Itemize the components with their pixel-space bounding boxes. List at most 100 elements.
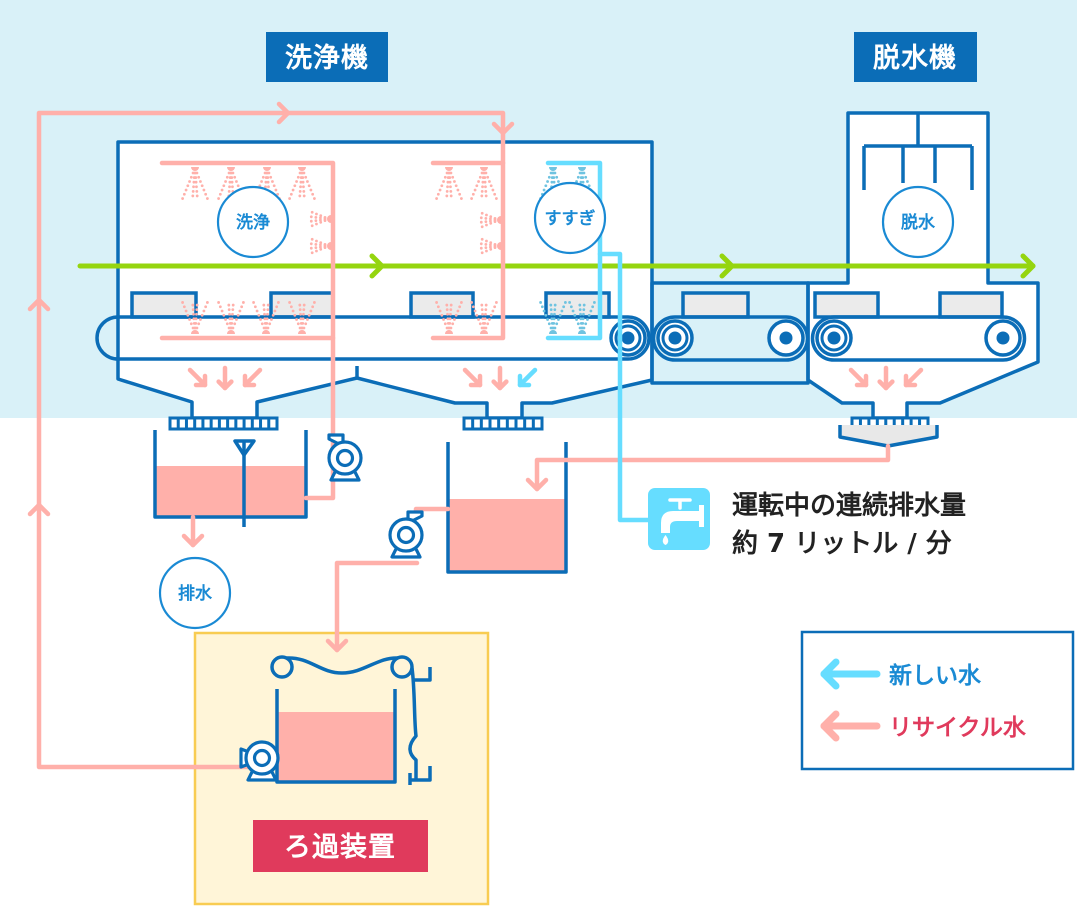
pump-icon — [327, 433, 363, 482]
arrow-head — [242, 373, 257, 388]
grate-frame — [168, 416, 279, 431]
spray-dots — [298, 171, 304, 202]
nozzle — [191, 167, 199, 171]
dehydrator-conveyor-belt — [810, 315, 1027, 362]
stage-drain-label: 排水 — [178, 583, 213, 604]
arrow-up-icon — [27, 502, 51, 517]
nozzle — [227, 330, 235, 334]
arrow-left-icon — [820, 710, 881, 742]
drip-arrow-icon — [242, 367, 263, 388]
washer-header-label: 洗浄機 — [285, 43, 369, 74]
spray-nozzle-icon — [251, 299, 281, 334]
spray-nozzle-icon — [287, 299, 317, 334]
nozzle — [327, 242, 331, 250]
spray-dots — [538, 299, 553, 330]
recycle-return-pipe — [36, 110, 506, 770]
pump-housing — [327, 440, 363, 476]
roller-hub — [779, 331, 793, 345]
fresh-water-drain-pipe — [597, 251, 651, 523]
wash-tank-water — [156, 466, 305, 516]
spray-dots — [551, 299, 557, 330]
arrow-left-icon — [820, 658, 881, 690]
transfer-conveyor — [651, 315, 810, 362]
filter-bracket-bottom — [408, 766, 432, 785]
arrow-head — [854, 373, 869, 388]
spray-dots — [307, 218, 327, 223]
spray-nozzles — [180, 167, 597, 334]
rinse-tank-water — [449, 499, 565, 571]
spray-dots — [477, 219, 497, 224]
nozzle — [497, 242, 501, 250]
roller-icon — [656, 319, 694, 357]
flow-arrow-icon — [719, 253, 735, 279]
filter-roller — [390, 655, 414, 679]
spray-nozzle-icon — [434, 167, 464, 202]
spray-nozzle-icon — [469, 167, 499, 202]
spray-dots — [251, 299, 266, 330]
spray-nozzle-icon — [434, 299, 464, 334]
nozzle — [497, 216, 501, 224]
filter-tank-walls — [275, 689, 397, 784]
washer-conveyor-belt — [95, 315, 651, 361]
laundry-item — [938, 291, 1004, 319]
spray-dots — [484, 171, 499, 202]
arrow-shaft — [903, 367, 924, 388]
recycled-water-piping — [27, 101, 891, 770]
stage-dewater-circle — [881, 185, 955, 259]
nozzle — [578, 167, 586, 171]
laundry-flow-line — [77, 253, 1036, 279]
legend: 新しい水 リサイクル水 — [800, 630, 1075, 771]
spray-nozzle-icon — [567, 299, 597, 334]
drain-grates — [168, 416, 930, 431]
roller-icon — [815, 319, 853, 357]
drip-arrow-icon — [877, 365, 895, 391]
arrow-shaft — [187, 367, 208, 388]
spray-dots — [449, 299, 464, 330]
filter-tank-water — [278, 712, 394, 781]
spray-nozzle-icon — [180, 167, 210, 202]
roller-ring — [820, 324, 848, 352]
spray-dots — [447, 171, 453, 202]
arrow-down-icon — [491, 121, 515, 136]
spray-dots — [307, 245, 327, 250]
stage-wash-label: 洗浄 — [236, 212, 270, 233]
laundry-item — [130, 291, 198, 319]
spray-dots — [195, 299, 210, 330]
spray-dots — [482, 171, 488, 202]
spray-dots — [287, 171, 302, 202]
filter-bracket-top — [413, 667, 432, 682]
spray-dots — [298, 299, 304, 330]
arrow-head — [517, 373, 532, 388]
spray-dots — [307, 219, 327, 229]
arrow-head — [877, 379, 895, 391]
nozzle — [578, 330, 586, 334]
spray-dots — [193, 299, 199, 330]
stage-wash-circle — [216, 185, 290, 259]
drip-arrow-icon — [517, 367, 538, 388]
spray-dots — [434, 171, 449, 202]
arrow-head — [903, 373, 918, 388]
spray-dots — [229, 299, 235, 330]
spray-dots — [580, 299, 586, 330]
spray-dots — [307, 209, 327, 219]
arrow-shaft — [242, 367, 263, 388]
filter-label-box — [253, 820, 428, 872]
pump-impeller — [335, 448, 355, 468]
grate-frame — [462, 416, 544, 431]
transfer-conveyor-belt — [651, 315, 810, 362]
filter-belt-return — [408, 667, 418, 780]
drip-arrow-icon — [187, 367, 208, 388]
drain-grate — [462, 416, 544, 431]
filter-roller — [270, 655, 294, 679]
arrow-down-icon — [325, 638, 349, 653]
drain-grate — [168, 416, 279, 431]
roller-icon — [609, 319, 647, 357]
nozzle — [445, 330, 453, 334]
spray-dots — [477, 245, 497, 250]
roller-ring — [661, 324, 689, 352]
laundry-item — [409, 291, 475, 319]
nozzle — [445, 167, 453, 171]
pump-icon — [239, 740, 280, 782]
faucet-icon — [648, 488, 710, 550]
washer-header: 洗浄機 — [266, 32, 388, 82]
